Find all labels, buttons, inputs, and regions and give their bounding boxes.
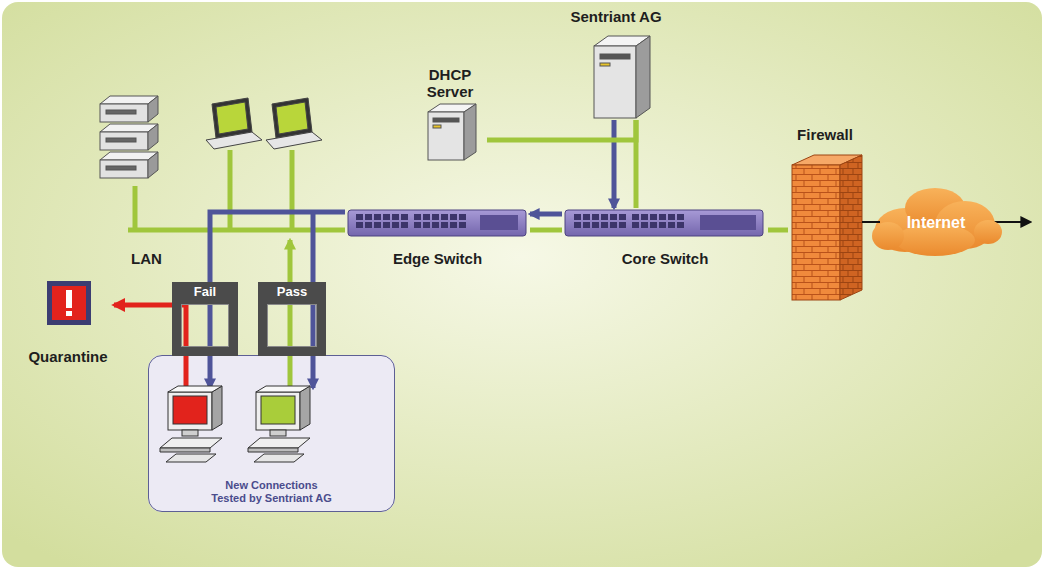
quarantine-icon: [47, 281, 91, 325]
internet-cloud: [872, 188, 1002, 256]
server-stack: [100, 96, 158, 178]
group-box: New Connections Tested by Sentriant AG: [148, 355, 395, 512]
switch-port: [356, 214, 363, 220]
control-arrow: [612, 120, 617, 208]
quarantine-box: Quarantine: [22, 277, 114, 365]
node-label: Quarantine: [28, 348, 107, 365]
switch-port: [401, 214, 408, 220]
switch-box: Core Switch: [562, 205, 768, 267]
switch-port: [432, 222, 439, 228]
uplink-ports: [700, 215, 756, 230]
switch-port: [601, 214, 608, 220]
switch-port: [450, 222, 457, 228]
switch-box: Edge Switch: [345, 205, 530, 267]
core-switch-device: [565, 210, 763, 236]
network-label: LAN: [131, 250, 162, 267]
switch-port: [450, 214, 457, 220]
switch-port: [356, 222, 363, 228]
test-gate: Fail: [172, 282, 238, 356]
wan-link: [862, 221, 880, 223]
switch-port: [432, 214, 439, 220]
node-label: New Connections Tested by Sentriant AG: [184, 479, 359, 505]
switch-port: [601, 222, 608, 228]
appliance-label-box: Sentriant AG: [558, 8, 674, 120]
switch-port: [383, 214, 390, 220]
server-label-box: DHCP Server: [413, 66, 487, 164]
switch-port: [459, 214, 466, 220]
switch-port: [641, 222, 648, 228]
switch-port: [610, 222, 617, 228]
switch-port: [659, 222, 666, 228]
switch-port: [619, 214, 626, 220]
dhcp-server-tower: [428, 104, 476, 160]
switch-port: [365, 222, 372, 228]
node-label: Edge Switch: [393, 250, 482, 267]
sentriant-appliance-tower: [594, 36, 650, 118]
node-label: Internet: [907, 214, 966, 231]
switch-port: [423, 222, 430, 228]
node-label: Firewall: [797, 126, 853, 143]
control-arrow: [530, 212, 562, 217]
switch-port: [668, 222, 675, 228]
switch-port: [583, 222, 590, 228]
switch-port: [677, 222, 684, 228]
switch-port: [414, 214, 421, 220]
switch-port: [677, 214, 684, 220]
switch-port: [668, 214, 675, 220]
switch-port: [441, 222, 448, 228]
switch-port: [401, 222, 408, 228]
laptop: [266, 98, 322, 149]
switch-port: [414, 222, 421, 228]
switch-port: [392, 214, 399, 220]
firewall-box: Firewall: [788, 126, 862, 302]
uplink-ports: [480, 215, 518, 230]
node-label: Core Switch: [622, 250, 709, 267]
switch-port: [592, 222, 599, 228]
switch-port: [574, 214, 581, 220]
quarantine-arrow: [114, 303, 172, 308]
switch-port: [383, 222, 390, 228]
switch-port: [632, 214, 639, 220]
node-label: DHCP Server: [413, 66, 487, 100]
cloud-node: Internet: [880, 194, 992, 250]
test-gate: Pass: [258, 282, 326, 356]
pass-uplink: [288, 240, 293, 392]
switch-port: [459, 222, 466, 228]
switch-port: [650, 222, 657, 228]
switch-port: [659, 214, 666, 220]
node-label: Pass: [267, 284, 317, 300]
switch-port: [423, 214, 430, 220]
passing-pc: [248, 386, 310, 462]
node-label: Sentriant AG: [570, 8, 661, 25]
laptop: [206, 98, 262, 149]
switch-port: [365, 214, 372, 220]
firewall-wall: [792, 155, 862, 300]
switch-port: [619, 222, 626, 228]
switch-port: [441, 214, 448, 220]
switch-port: [374, 214, 381, 220]
node-label: Fail: [181, 284, 229, 300]
switch-port: [641, 214, 648, 220]
switch-port: [574, 222, 581, 228]
lan-link: [768, 228, 788, 233]
switch-port: [650, 214, 657, 220]
failing-pc: [160, 386, 222, 462]
switch-port: [392, 222, 399, 228]
switch-port: [632, 222, 639, 228]
switch-port: [610, 214, 617, 220]
switch-port: [374, 222, 381, 228]
switch-port: [592, 214, 599, 220]
switch-port: [583, 214, 590, 220]
lan-link: [487, 120, 636, 140]
edge-switch-device: [348, 210, 526, 236]
